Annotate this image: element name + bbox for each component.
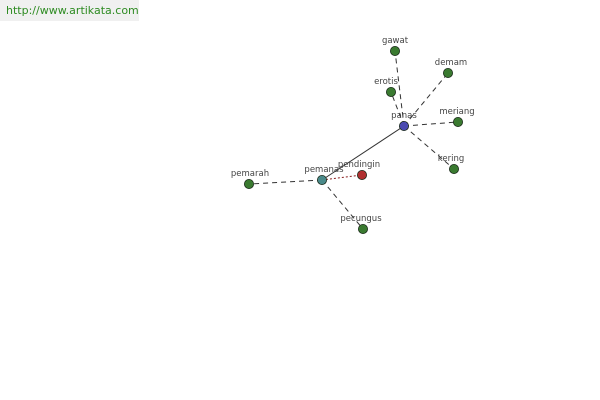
edge-panas-erotis	[390, 91, 405, 127]
node-meriang[interactable]	[452, 117, 463, 128]
node-pecungus[interactable]	[357, 223, 368, 234]
node-label-pecungus[interactable]: pecungus	[340, 214, 382, 224]
node-label-pemarah[interactable]: pemarah	[231, 169, 269, 179]
node-label-meriang[interactable]: meriang	[439, 107, 474, 117]
node-gawat[interactable]	[389, 46, 400, 57]
node-label-kering[interactable]: kering	[438, 154, 465, 164]
node-label-erotis[interactable]: erotis	[374, 77, 398, 87]
edge-panas-demam	[403, 72, 449, 127]
edge-panas-pemanas	[321, 125, 405, 181]
edge-pemanas-pendingin	[321, 174, 363, 181]
source-link[interactable]: http://www.artikata.com	[0, 0, 139, 21]
edge-pemanas-pecungus	[321, 179, 364, 230]
node-pemanas[interactable]	[316, 174, 327, 185]
node-kering[interactable]	[448, 163, 459, 174]
node-label-gawat[interactable]: gawat	[382, 36, 409, 46]
node-pendingin[interactable]	[356, 169, 367, 180]
node-label-pemanas[interactable]: pemanas	[304, 165, 344, 175]
edge-panas-kering	[403, 125, 455, 170]
nodes-layer	[243, 46, 463, 234]
node-label-panas[interactable]: panas	[391, 111, 417, 121]
edge-panas-gawat	[394, 50, 405, 127]
node-panas[interactable]	[398, 121, 409, 132]
node-label-pendingin[interactable]: pendingin	[338, 160, 380, 170]
edge-panas-meriang	[403, 121, 459, 127]
edges-layer	[248, 50, 459, 230]
node-label-demam[interactable]: demam	[435, 58, 467, 68]
node-erotis[interactable]	[385, 87, 396, 98]
node-demam[interactable]	[442, 68, 453, 79]
edge-pemanas-pemarah	[248, 179, 323, 185]
node-pemarah[interactable]	[243, 178, 254, 189]
